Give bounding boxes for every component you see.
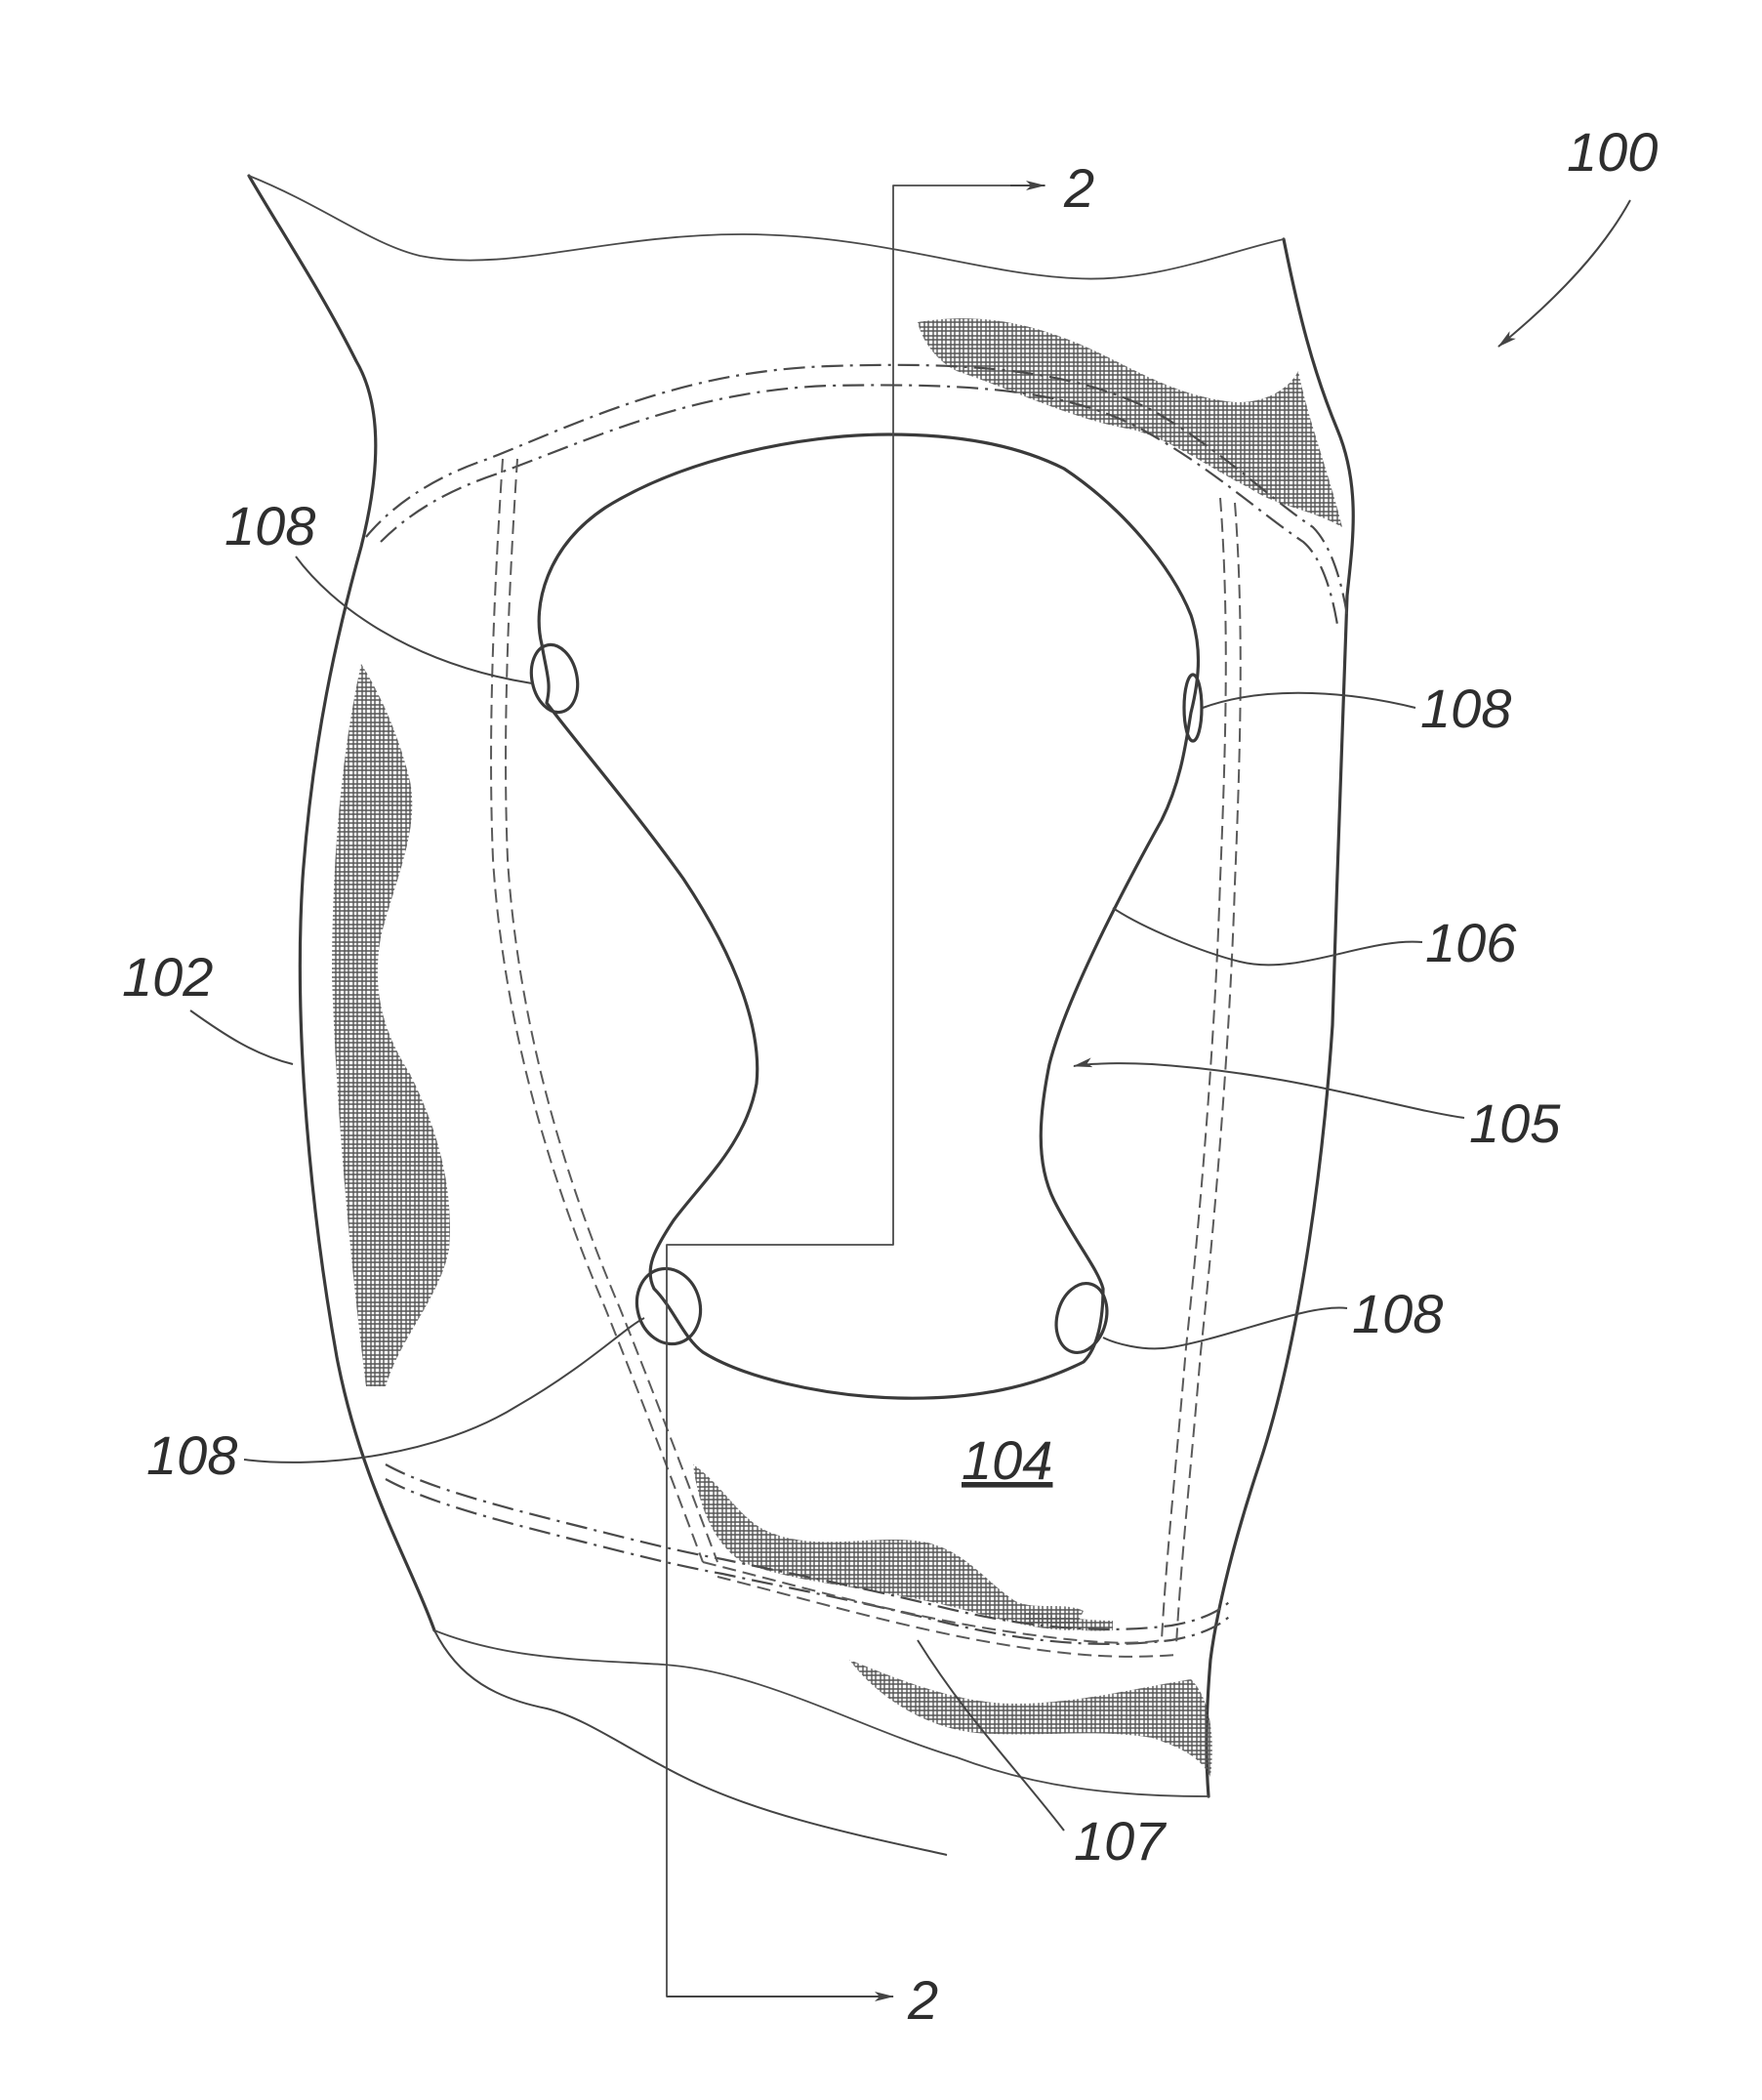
panel-boundary: [491, 459, 1241, 1657]
label-2-bottom: 2: [907, 1969, 938, 2031]
leader-lines: [190, 200, 1630, 1855]
label-102: 102: [122, 946, 213, 1008]
opening-edge: [539, 434, 1198, 1398]
label-2-top: 2: [1063, 157, 1094, 219]
label-100: 100: [1567, 121, 1658, 183]
label-104: 104: [962, 1429, 1052, 1491]
fabric-texture: [332, 318, 1342, 1777]
label-108-bottom-left: 108: [146, 1424, 237, 1486]
label-108-bottom-right: 108: [1352, 1283, 1443, 1344]
label-107: 107: [1074, 1810, 1167, 1872]
label-108-top-right: 108: [1420, 678, 1511, 739]
label-106: 106: [1425, 912, 1517, 973]
marker-top-left: [525, 640, 584, 717]
label-105: 105: [1469, 1092, 1561, 1154]
panel-seam: [366, 365, 1347, 1644]
markers: [525, 640, 1202, 1358]
label-108-top-left: 108: [225, 495, 315, 556]
